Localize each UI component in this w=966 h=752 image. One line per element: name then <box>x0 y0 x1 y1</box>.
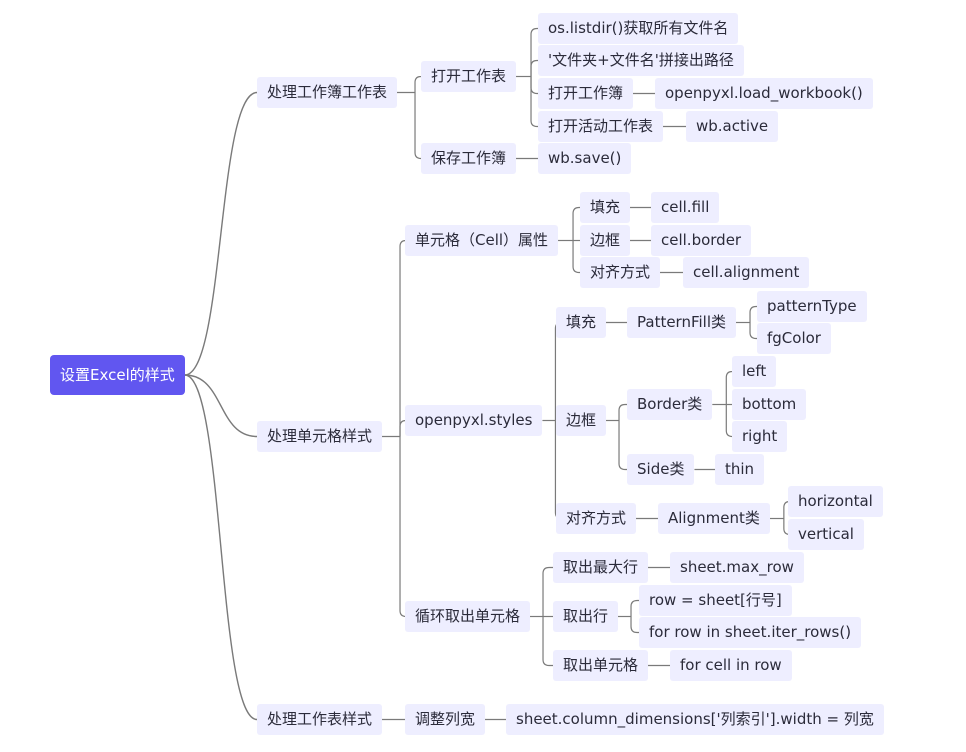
node-save-workbook[interactable]: 保存工作簿 <box>421 143 517 174</box>
node-open-sheet[interactable]: 打开工作表 <box>421 61 517 92</box>
connector-7 <box>530 27 538 77</box>
node-vertical[interactable]: vertical <box>788 519 864 550</box>
node-bottom[interactable]: bottom <box>732 389 807 420</box>
node-cell-style[interactable]: 处理单元格样式 <box>257 421 383 452</box>
node-attr-border[interactable]: 边框 <box>580 225 631 256</box>
node-attr-fill[interactable]: 填充 <box>580 192 631 223</box>
node-styles-border[interactable]: 边框 <box>556 405 607 436</box>
connector-35 <box>618 420 627 471</box>
node-patterntype[interactable]: patternType <box>757 291 867 322</box>
connector-51 <box>630 599 639 617</box>
node-left[interactable]: left <box>732 356 777 387</box>
node-column-dimensions[interactable]: sheet.column_dimensions['列索引'].width = 列… <box>506 704 884 735</box>
node-thin[interactable]: thin <box>715 454 765 485</box>
node-cell-attr[interactable]: 单元格（Cell）属性 <box>405 225 559 256</box>
node-join-path[interactable]: '文件夹+文件名'拼接出路径 <box>538 45 744 76</box>
node-iter-rows[interactable]: for row in sheet.iter_rows() <box>639 617 862 648</box>
connector-34 <box>618 403 627 421</box>
root-node[interactable]: 设置Excel的样式 <box>50 355 185 395</box>
node-horizontal[interactable]: horizontal <box>788 486 883 517</box>
node-for-cell[interactable]: for cell in row <box>670 650 792 681</box>
connector-1 <box>184 374 258 438</box>
connector-2 <box>184 374 258 721</box>
node-cell-alignment[interactable]: cell.alignment <box>683 257 810 288</box>
node-max-row-label[interactable]: 取出最大行 <box>553 552 649 583</box>
node-get-rows[interactable]: 取出行 <box>553 601 619 632</box>
connector-0 <box>184 91 258 376</box>
connector-52 <box>630 616 639 634</box>
connector-17 <box>399 436 407 618</box>
node-wb-active[interactable]: wb.active <box>686 111 779 142</box>
node-styles-fill[interactable]: 填充 <box>556 307 607 338</box>
node-cell-border[interactable]: cell.border <box>651 225 752 256</box>
connector-19 <box>572 206 580 241</box>
connector-31 <box>749 305 757 323</box>
node-cell-fill[interactable]: cell.fill <box>651 192 720 223</box>
connector-32 <box>749 322 757 340</box>
node-loop-cells[interactable]: 循环取出单元格 <box>405 601 531 632</box>
node-column-width[interactable]: 调整列宽 <box>405 704 486 735</box>
connector-21 <box>572 240 580 274</box>
node-patternfill[interactable]: PatternFill类 <box>627 307 737 338</box>
node-sheet-max-row[interactable]: sheet.max_row <box>670 552 804 583</box>
node-fgcolor[interactable]: fgColor <box>757 323 831 354</box>
connector-8 <box>530 59 538 77</box>
node-load-workbook[interactable]: openpyxl.load_workbook() <box>655 78 873 109</box>
node-openpyxl-styles[interactable]: openpyxl.styles <box>405 405 543 436</box>
node-right[interactable]: right <box>732 421 788 452</box>
node-worksheet-style[interactable]: 处理工作表样式 <box>257 704 383 735</box>
node-wb-save[interactable]: wb.save() <box>538 143 632 174</box>
connector-10 <box>530 76 538 128</box>
node-open-active[interactable]: 打开活动工作表 <box>538 111 664 142</box>
node-styles-align[interactable]: 对齐方式 <box>556 503 637 534</box>
connector-9 <box>530 76 538 95</box>
node-workbook-sheet[interactable]: 处理工作簿工作表 <box>257 77 398 108</box>
node-attr-align[interactable]: 对齐方式 <box>580 257 661 288</box>
connector-46 <box>542 566 553 617</box>
node-open-workbook[interactable]: 打开工作簿 <box>538 78 634 109</box>
node-get-cells[interactable]: 取出单元格 <box>553 650 649 681</box>
node-row-index[interactable]: row = sheet[行号] <box>639 585 792 616</box>
node-listdir[interactable]: os.listdir()获取所有文件名 <box>538 13 739 44</box>
node-alignment-class[interactable]: Alignment类 <box>658 503 770 534</box>
connector-48 <box>542 616 553 667</box>
node-border-class[interactable]: Border类 <box>627 389 713 420</box>
node-side-class[interactable]: Side类 <box>627 454 695 485</box>
